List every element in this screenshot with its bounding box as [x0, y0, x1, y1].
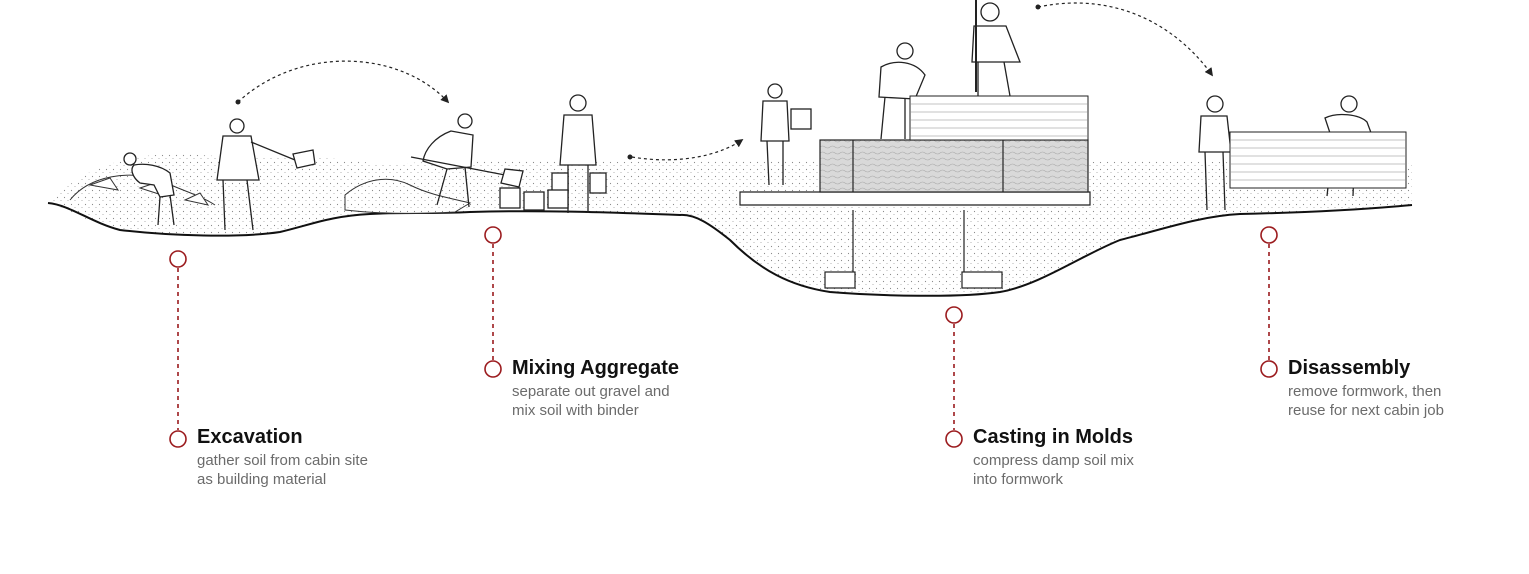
- step-description: gather soil from cabin site as building …: [197, 451, 368, 489]
- desc-line: reuse for next cabin job: [1288, 402, 1444, 419]
- formwork-panels: [909, 95, 1407, 189]
- arrow-start-dots: [235, 4, 1041, 160]
- desc-line: compress damp soil mix: [973, 452, 1134, 469]
- aggregate-pile: [344, 178, 472, 214]
- step-title: Mixing Aggregate: [512, 357, 680, 379]
- step-mixing-aggregate: Mixing Aggregate separate out gravel and…: [512, 356, 679, 420]
- desc-line: into formwork: [973, 471, 1064, 488]
- process-flow-arrows: [237, 2, 1213, 161]
- desc-line: separate out gravel and: [512, 383, 670, 400]
- step-title: Disassembly: [1288, 357, 1411, 379]
- desc-line: remove formwork, then: [1288, 383, 1442, 400]
- desc-line: mix soil with binder: [512, 402, 639, 419]
- step-title: Casting in Molds: [973, 426, 1133, 448]
- casting-platform: [739, 139, 1091, 289]
- step-title: Excavation: [197, 426, 303, 448]
- step-excavation: Excavation gather soil from cabin site a…: [197, 425, 368, 489]
- callout-leaders: [169, 226, 1278, 448]
- step-disassembly: Disassembly remove formwork, then reuse …: [1288, 356, 1444, 420]
- desc-line: as building material: [197, 471, 327, 488]
- step-description: compress damp soil mix into formwork: [973, 451, 1134, 489]
- step-description: remove formwork, then reuse for next cab…: [1288, 382, 1444, 420]
- buckets: [499, 187, 569, 211]
- ground-line: [47, 202, 1413, 297]
- desc-line: gather soil from cabin site: [197, 452, 368, 469]
- step-casting-in-molds: Casting in Molds compress damp soil mix …: [973, 425, 1134, 489]
- step-description: separate out gravel and mix soil with bi…: [512, 382, 679, 420]
